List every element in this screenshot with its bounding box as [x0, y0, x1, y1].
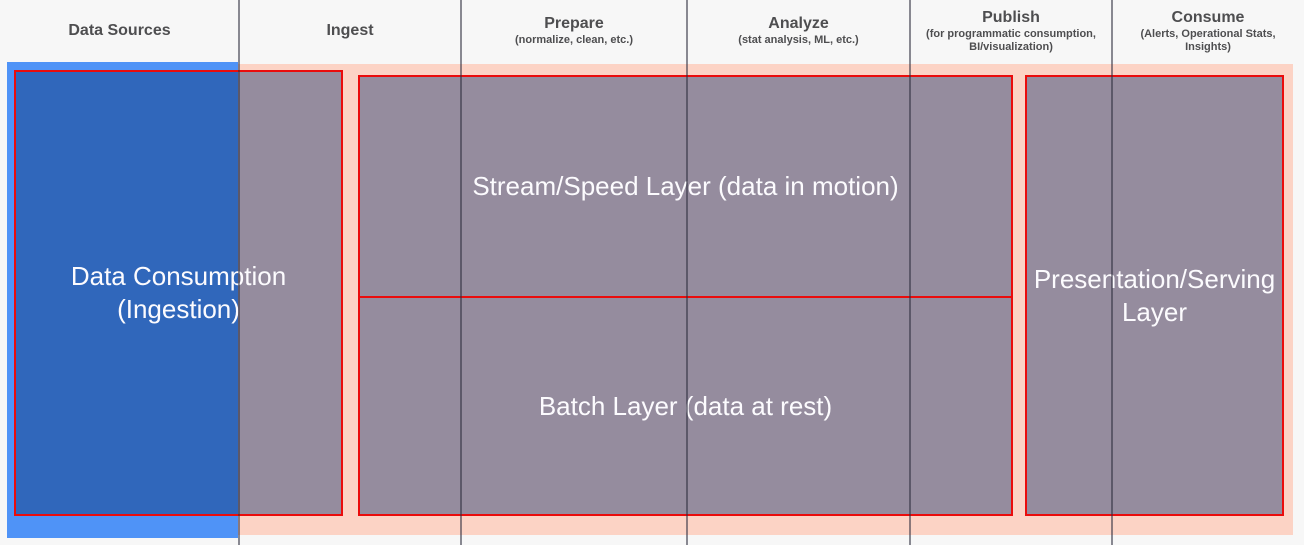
stage-subtitle: (for programmatic consumption, BI/visual…	[926, 27, 1096, 53]
presentation-serving-layer-box: Presentation/Serving Layer	[1025, 75, 1284, 516]
stage-header-prepare: Prepare (normalize, clean, etc.)	[461, 0, 687, 62]
stage-title: Publish	[982, 8, 1040, 26]
stage-title: Consume	[1171, 8, 1245, 26]
stage-header-analyze: Analyze (stat analysis, ML, etc.)	[687, 0, 910, 62]
batch-layer-box: Batch Layer (data at rest)	[358, 298, 1013, 516]
stage-header-publish: Publish (for programmatic consumption, B…	[910, 0, 1112, 62]
column-divider	[1111, 0, 1113, 545]
stream-speed-layer-label: Stream/Speed Layer (data in motion)	[472, 171, 899, 201]
stage-header-row: Data Sources Ingest Prepare (normalize, …	[0, 0, 1304, 62]
stage-title: Ingest	[326, 22, 374, 39]
stage-subtitle: (stat analysis, ML, etc.)	[738, 34, 859, 46]
column-divider	[686, 0, 688, 545]
stage-title: Prepare	[544, 15, 604, 32]
stage-subtitle: (Alerts, Operational Stats, Insights)	[1140, 27, 1276, 53]
column-divider	[909, 0, 911, 545]
column-divider	[238, 0, 240, 545]
stage-header-consume: Consume (Alerts, Operational Stats, Insi…	[1112, 0, 1304, 62]
data-consumption-ingestion-label: Data Consumption (Ingestion)	[70, 261, 287, 324]
batch-layer-label: Batch Layer (data at rest)	[538, 390, 833, 421]
stage-title: Data Sources	[68, 22, 171, 39]
stage-header-data-sources: Data Sources	[0, 0, 239, 62]
presentation-serving-layer-label: Presentation/Serving Layer	[1033, 263, 1276, 327]
stage-header-ingest: Ingest	[239, 0, 461, 62]
blue-background-band	[7, 62, 238, 538]
stage-subtitle: (normalize, clean, etc.)	[515, 34, 633, 46]
stage-title: Analyze	[768, 15, 829, 32]
data-consumption-ingestion-box: Data Consumption (Ingestion)	[14, 70, 343, 516]
stream-speed-layer-box: Stream/Speed Layer (data in motion)	[358, 75, 1013, 298]
column-divider	[460, 0, 462, 545]
